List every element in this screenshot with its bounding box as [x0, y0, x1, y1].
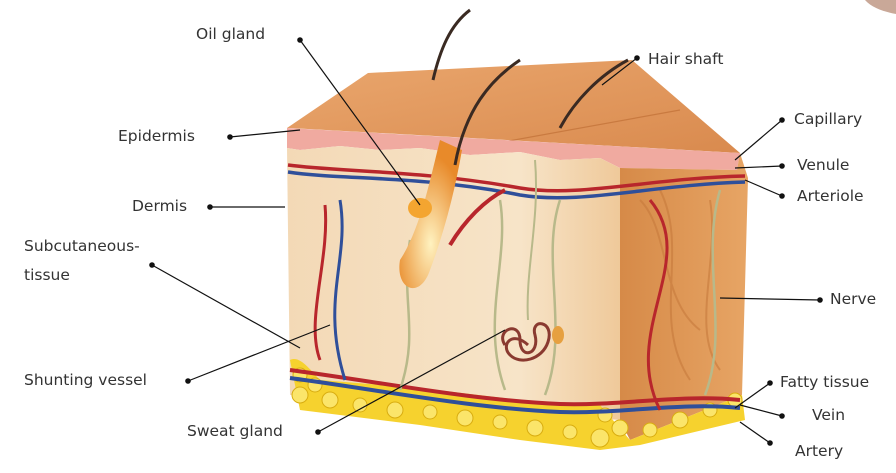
fat-droplet — [552, 326, 564, 344]
label-sweat-gland: Sweat gland — [187, 422, 283, 440]
label-capillary: Capillary — [794, 110, 862, 128]
label-venule: Venule — [797, 156, 849, 174]
label-oil-gland: Oil gland — [196, 25, 265, 43]
label-subcutaneous-line2: tissue — [24, 261, 140, 290]
label-hair-shaft: Hair shaft — [648, 50, 723, 68]
label-epidermis: Epidermis — [118, 127, 195, 145]
label-arteriole: Arteriole — [797, 187, 864, 205]
label-nerve: Nerve — [830, 290, 876, 308]
label-dermis: Dermis — [132, 197, 187, 215]
label-fatty-tissue: Fatty tissue — [780, 373, 869, 391]
label-shunting-vessel: Shunting vessel — [24, 371, 147, 389]
label-subcutaneous-line1: Subcutaneous- — [24, 232, 140, 261]
label-subcutaneous-tissue: Subcutaneous- tissue — [24, 232, 140, 290]
label-artery: Artery — [795, 442, 843, 460]
oil-gland-shape — [408, 198, 432, 218]
corner-decoration — [865, 0, 896, 14]
label-vein: Vein — [812, 406, 845, 424]
